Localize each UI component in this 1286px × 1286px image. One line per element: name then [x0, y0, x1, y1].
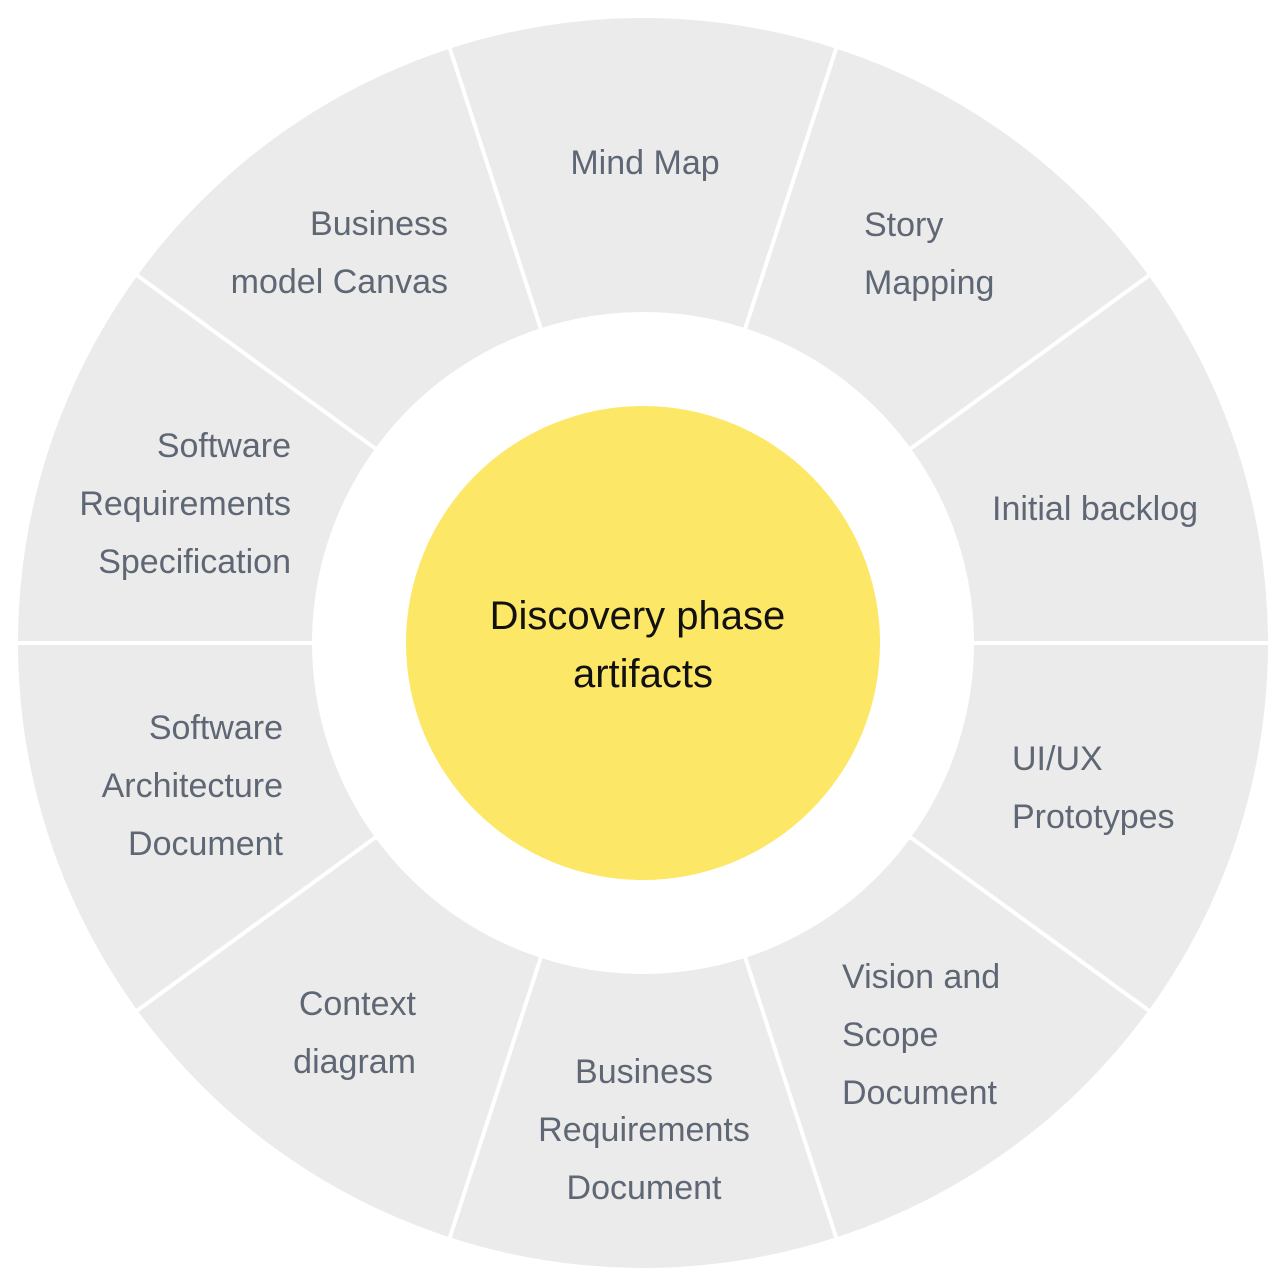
label-line: Vision and [842, 958, 1000, 996]
label-line: Context [299, 985, 417, 1023]
label-business-model-canvas: Business model Canvas [231, 205, 448, 301]
segment-divider [446, 44, 544, 331]
center-title-line: Discovery phase [490, 594, 786, 638]
label-line: diagram [293, 1043, 416, 1081]
center-title: Discovery phase artifacts [490, 594, 797, 696]
center-title-line: artifacts [573, 652, 713, 696]
label-line: Specification [98, 543, 291, 581]
segment-divider [132, 834, 379, 1015]
segment-mind-map [449, 18, 837, 329]
label-line: Software [149, 709, 283, 747]
label-line: Initial backlog [992, 490, 1198, 528]
segment-dividers [14, 44, 1272, 1242]
label-line: model Canvas [231, 263, 448, 301]
segment-divider [446, 955, 544, 1242]
segment-divider [742, 44, 840, 331]
center-circle [406, 406, 880, 880]
label-line: Document [567, 1169, 723, 1207]
label-line: Business [575, 1053, 713, 1091]
label-line: Story [864, 206, 943, 244]
label-mind-map: Mind Map [570, 144, 719, 182]
segment-divider [907, 271, 1154, 452]
label-line: Scope [842, 1016, 938, 1054]
label-line: Mind Map [570, 144, 719, 182]
segment-business-requirements-document [449, 957, 837, 1268]
segment-software-architecture-document [18, 643, 376, 1011]
segment-ui-ux-prototypes [910, 643, 1268, 1011]
label-line: Requirements [79, 485, 291, 523]
label-line: Document [128, 825, 284, 863]
label-line: Requirements [538, 1111, 750, 1149]
segment-divider [907, 834, 1154, 1015]
label-line: Business [310, 205, 448, 243]
label-line: Prototypes [1012, 798, 1175, 836]
label-ui-ux-prototypes: UI/UX Prototypes [1012, 740, 1175, 836]
label-context-diagram: Context diagram [293, 985, 416, 1081]
label-line: Mapping [864, 264, 994, 302]
label-line: Document [842, 1074, 998, 1112]
segment-divider [132, 271, 379, 452]
segment-initial-backlog [910, 275, 1268, 643]
label-line: Architecture [102, 767, 283, 805]
segment-software-requirements-specification [18, 275, 376, 643]
label-line: UI/UX [1012, 740, 1103, 778]
segment-divider [742, 955, 840, 1242]
label-initial-backlog: Initial backlog [992, 490, 1198, 528]
label-line: Software [157, 427, 291, 465]
